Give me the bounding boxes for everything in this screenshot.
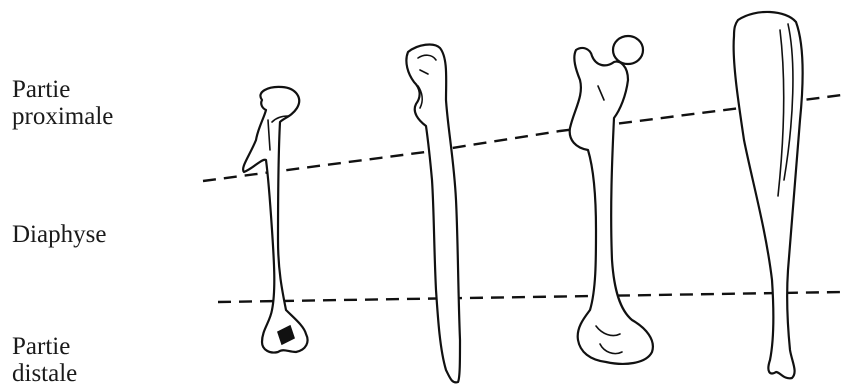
distal-boundary-line: [218, 292, 842, 302]
femoral-head: [613, 36, 643, 64]
bone-1: [243, 87, 307, 353]
bone-2: [406, 45, 460, 383]
bone-3: [570, 36, 653, 364]
bone-4: [734, 12, 803, 378]
